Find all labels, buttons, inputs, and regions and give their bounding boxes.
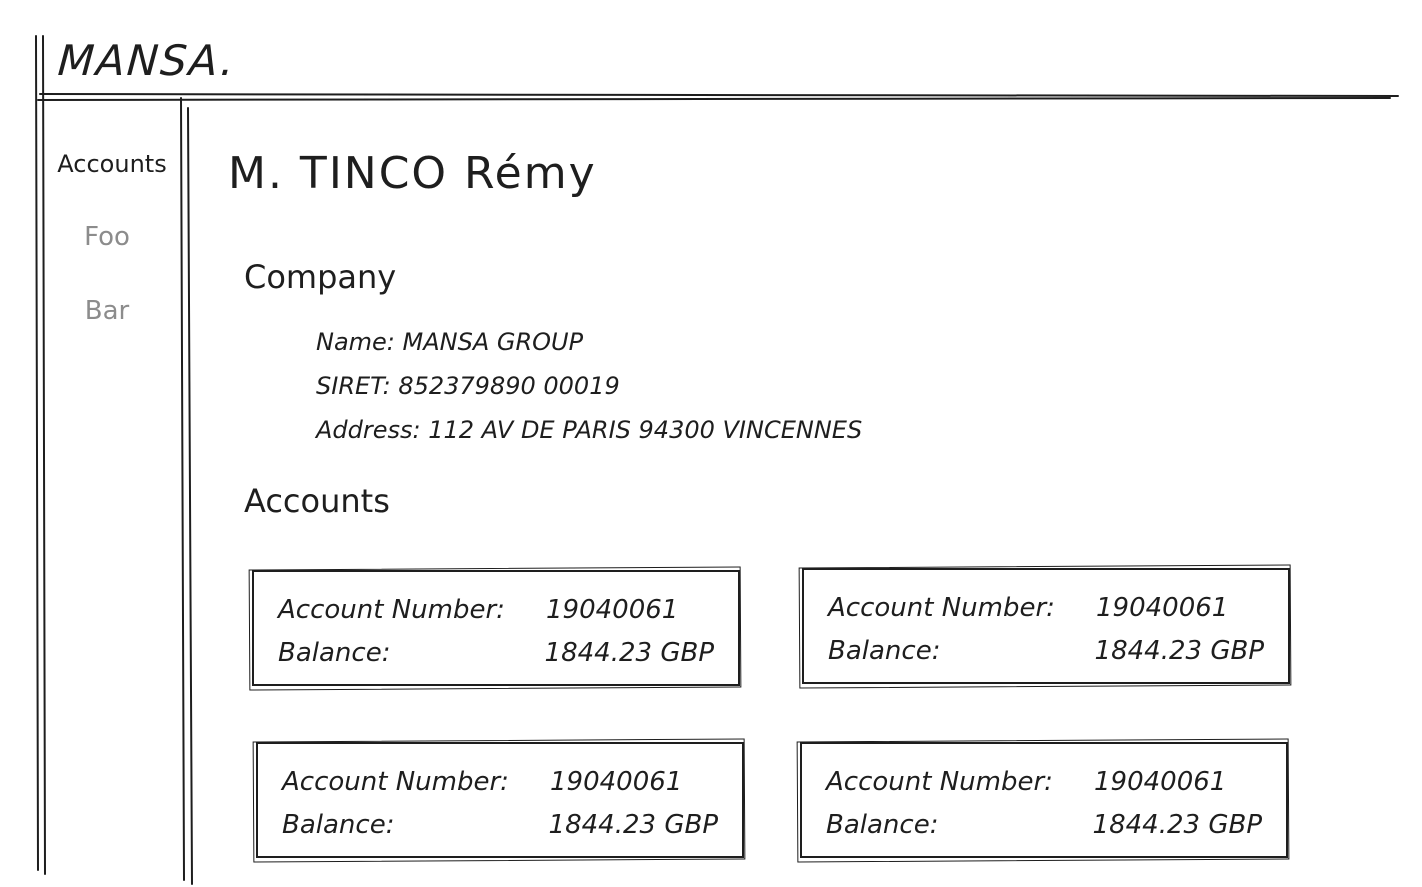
account-card[interactable]: Account Number: 19040061 Balance: 1844.2… [802, 568, 1290, 684]
balance-value: 1844.23 GBP [544, 637, 714, 668]
sidebar-item-accounts[interactable]: Accounts [57, 150, 167, 178]
account-number-value: 19040061 [1096, 592, 1229, 623]
balance-row: Balance: 1844.23 GBP [282, 803, 718, 846]
app-logo: MANSA. [56, 36, 238, 85]
balance-label: Balance: [828, 635, 941, 666]
page-title: M. TINCO Rémy [228, 148, 597, 199]
sidebar-item-bar[interactable]: Bar [84, 296, 130, 326]
account-number-value: 19040061 [546, 594, 679, 625]
sidebar-item-foo[interactable]: Foo [84, 222, 130, 252]
account-number-value: 19040061 [550, 766, 683, 797]
accounts-section-title: Accounts [244, 482, 390, 520]
balance-value: 1844.23 GBP [1092, 809, 1262, 840]
balance-value: 1844.23 GBP [1094, 635, 1264, 666]
balance-label: Balance: [282, 809, 395, 840]
account-number-row: Account Number: 19040061 [828, 586, 1264, 629]
balance-label: Balance: [278, 637, 391, 668]
sidebar: Accounts Foo Bar [44, 150, 180, 370]
company-name: Name: MANSA GROUP [316, 328, 584, 356]
balance-row: Balance: 1844.23 GBP [828, 629, 1264, 672]
account-number-row: Account Number: 19040061 [282, 760, 718, 803]
company-siret: SIRET: 852379890 00019 [316, 372, 620, 400]
company-section-title: Company [244, 258, 397, 296]
balance-row: Balance: 1844.23 GBP [278, 631, 714, 674]
balance-value: 1844.23 GBP [548, 809, 718, 840]
account-number-row: Account Number: 19040061 [278, 588, 714, 631]
account-number-label: Account Number: [826, 766, 1053, 797]
balance-row: Balance: 1844.23 GBP [826, 803, 1262, 846]
account-card[interactable]: Account Number: 19040061 Balance: 1844.2… [800, 742, 1288, 858]
company-address: Address: 112 AV DE PARIS 94300 VINCENNES [316, 416, 863, 444]
company-details: Name: MANSA GROUP SIRET: 852379890 00019… [316, 320, 862, 452]
balance-label: Balance: [826, 809, 939, 840]
account-number-row: Account Number: 19040061 [826, 760, 1262, 803]
account-card[interactable]: Account Number: 19040061 Balance: 1844.2… [252, 570, 740, 686]
account-number-label: Account Number: [282, 766, 509, 797]
account-number-label: Account Number: [828, 592, 1055, 623]
account-card[interactable]: Account Number: 19040061 Balance: 1844.2… [256, 742, 744, 858]
account-number-value: 19040061 [1094, 766, 1227, 797]
account-number-label: Account Number: [278, 594, 505, 625]
